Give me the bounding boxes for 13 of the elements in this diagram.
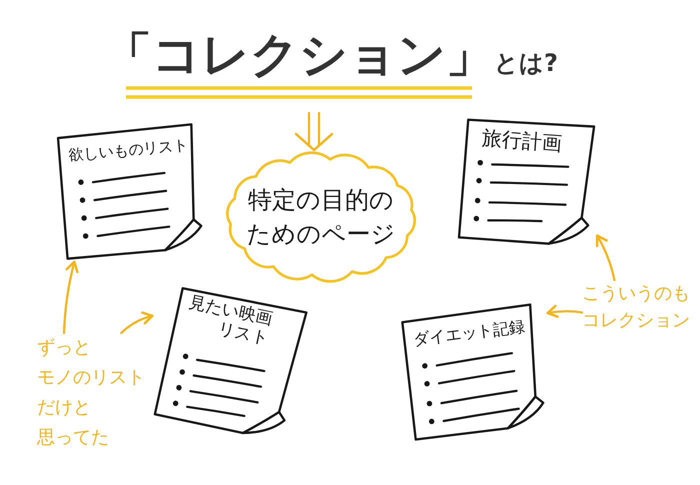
- cloud-text: 特定の目的のためのページ: [246, 184, 396, 250]
- double-arrow: [294, 112, 334, 152]
- note-title: ダイエット記録: [412, 316, 526, 349]
- arrow: [120, 312, 154, 334]
- page-title: 「コレクション」とは?: [104, 31, 558, 79]
- note-title: 旅行計画: [481, 126, 563, 155]
- note-title: 見たい映画リスト: [186, 293, 274, 350]
- note-title: 欲しいものリスト: [68, 136, 189, 164]
- arrow: [596, 234, 616, 282]
- annotation-text: ずっとモノのリストだけと思ってた: [37, 336, 145, 450]
- annotation-text: こういうのもコレクション: [582, 282, 690, 333]
- arrow: [62, 260, 79, 334]
- arrow: [546, 304, 584, 318]
